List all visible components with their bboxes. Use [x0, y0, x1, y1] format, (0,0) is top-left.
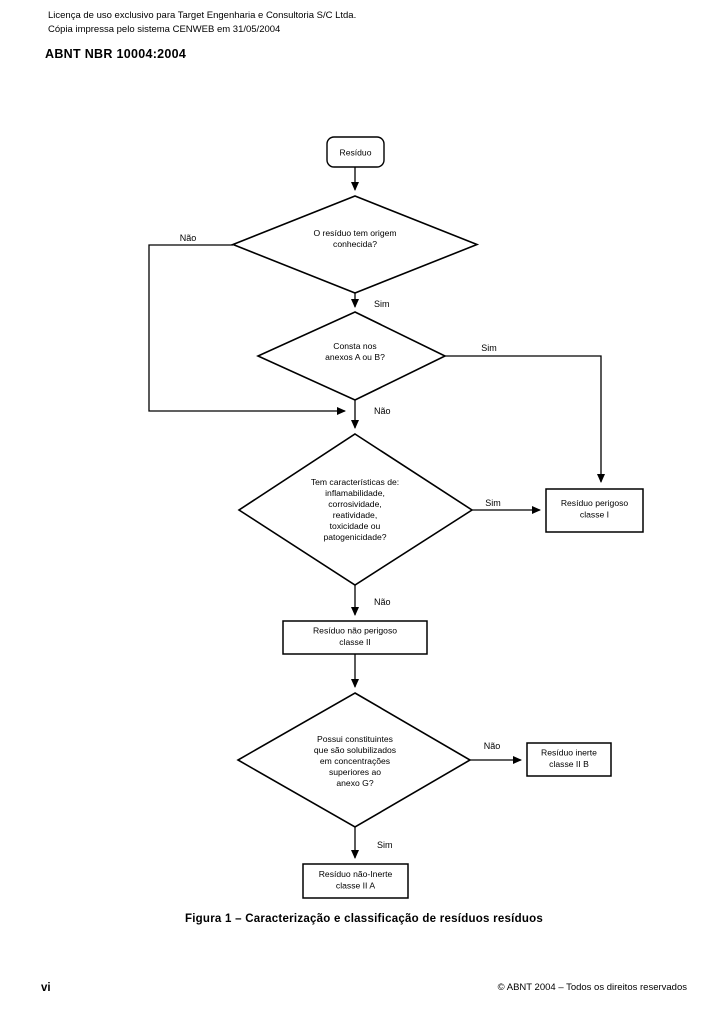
node-d3-line1: Tem características de: [311, 477, 399, 487]
node-d3-line4: reatividade, [333, 510, 377, 520]
node-d1-line2: conhecida? [333, 239, 377, 249]
node-d3-line5: toxicidade ou [330, 521, 381, 531]
node-d1-line1: O resíduo tem origem [313, 228, 396, 238]
license-line-1: Licença de uso exclusivo para Target Eng… [48, 10, 357, 21]
node-d4-line5: anexo G? [336, 778, 373, 788]
edge-label-d1-sim: Sim [374, 299, 390, 309]
license-line-2: Cópia impressa pelo sistema CENWEB em 31… [48, 24, 281, 35]
node-classII-line2: classe II [339, 637, 371, 647]
edge-label-d2-nao: Não [374, 406, 391, 416]
license-notice: Licença de uso exclusivo para Target Eng… [48, 9, 356, 37]
node-residuo-nao-inerte-classe-iia: Resíduo não-Inerte classe II A [302, 863, 409, 899]
node-d4-line4: superiores ao [329, 767, 381, 777]
node-d4-line2: que são solubilizados [314, 745, 396, 755]
node-d2-line2: anexos A ou B? [325, 352, 385, 362]
edge-label-d2-sim: Sim [481, 343, 497, 353]
edge-label-d1-nao: Não [180, 233, 197, 243]
node-d3-line3: corrosividade, [328, 499, 382, 509]
node-residuo-nao-perigoso-classe-ii: Resíduo não perigoso classe II [282, 620, 428, 655]
footer-page-number: vi [41, 982, 51, 994]
node-d4-line3: em concentrações [320, 756, 390, 766]
node-d3-line6: patogenicidade? [323, 532, 386, 542]
node-classI-line1: Resíduo perigoso [561, 498, 629, 508]
node-d4-line1: Possui constituintes [317, 734, 393, 744]
node-classI-line2: classe I [580, 510, 609, 520]
footer-copyright: © ABNT 2004 – Todos os direitos reservad… [497, 982, 687, 993]
node-origem-conhecida: O resíduo tem origem conhecida? [230, 195, 480, 294]
standard-title: ABNT NBR 10004:2004 [45, 47, 187, 61]
node-residuo-perigoso-classe-i: Resíduo perigoso classe I [545, 488, 644, 533]
node-naoInerte-line1: Resíduo não-Inerte [319, 869, 393, 879]
edge-d2-sim [445, 355, 605, 483]
figure-caption: Figura 1 – Caracterização e classificaçã… [184, 913, 544, 925]
node-d2-line1: Consta nos [333, 341, 376, 351]
edge-label-d4-sim: Sim [377, 840, 393, 850]
node-inerte-line1: Resíduo inerte [541, 748, 597, 758]
edge-label-d3-sim: Sim [485, 498, 501, 508]
node-consta-anexos: Consta nos anexos A ou B? [256, 311, 447, 401]
node-residuo: Resíduo [326, 136, 385, 168]
node-residuo-inerte-classe-iib: Resíduo inerte classe II B [526, 742, 612, 777]
node-constituintes-solubilizados: Possui constituintes que são solubilizad… [236, 692, 472, 828]
node-residuo-label: Resíduo [339, 148, 371, 158]
edge-d1-nao [148, 244, 346, 415]
edge-label-d4-nao: Não [484, 741, 501, 751]
node-d3-line2: inflamabilidade, [325, 488, 385, 498]
flowchart-diagram: Resíduo O resíduo tem origem conhecida? … [148, 136, 644, 899]
edge-label-d3-nao: Não [374, 597, 391, 607]
node-inerte-line2: classe II B [549, 759, 589, 769]
node-naoInerte-line2: classe II A [336, 881, 375, 891]
node-classII-line1: Resíduo não perigoso [313, 626, 397, 636]
node-caracteristicas-perigo: Tem características de: inflamabilidade,… [237, 433, 474, 586]
